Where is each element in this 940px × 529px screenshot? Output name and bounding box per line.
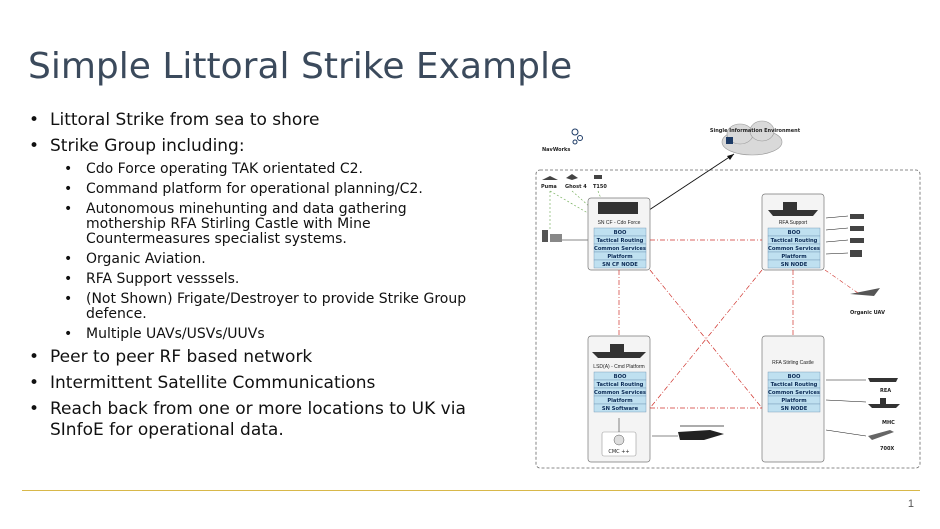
rfa-support-assets — [825, 214, 864, 257]
cloud-label: Single Information Environment — [710, 128, 801, 134]
bullet-item: Peer to peer RF based network — [28, 347, 478, 368]
uav-label: Organic UAV — [850, 310, 885, 316]
drone-label: Puma — [541, 184, 557, 190]
node-row-label: BOO — [788, 230, 801, 236]
asset-label: MHC — [882, 420, 895, 426]
sub-bullet-item: Command platform for operational plannin… — [28, 182, 478, 198]
puma-drone-icon — [542, 176, 558, 180]
node-row-box — [767, 403, 821, 413]
page-number: 1 — [907, 498, 914, 510]
logo-text: NavWorks — [542, 147, 570, 153]
node-row-label: Platform — [607, 398, 632, 404]
t150-drone-icon — [594, 175, 602, 179]
node-title: LSD(A) - Cmd Platform — [593, 364, 644, 370]
node-row-box — [767, 259, 821, 269]
organic-uav: Organic UAV — [824, 269, 885, 316]
navworks-logo: NavWorks — [542, 128, 583, 153]
node-row-label: Tactical Routing — [597, 238, 644, 244]
node-row-label: Platform — [781, 398, 806, 404]
lsd-box-label: CMC ++ — [608, 449, 629, 455]
node-row-label: SN Software — [602, 406, 639, 412]
sub-bullet-item: Multiple UAVs/USVs/UUVs — [28, 327, 478, 343]
node-row-label: BOO — [788, 374, 801, 380]
node-row-label: Common Services — [594, 390, 646, 396]
node-row-label: Tactical Routing — [771, 382, 818, 388]
node-row-box — [593, 259, 647, 269]
sub-bullet-item: Cdo Force operating TAK orientated C2. — [28, 162, 478, 178]
cloud-icon: Single Information Environment — [710, 120, 801, 156]
node-row-label: Tactical Routing — [597, 382, 644, 388]
bullet-item: Strike Group including: — [28, 136, 478, 157]
node-row-label: Platform — [781, 254, 806, 260]
footer-divider — [22, 490, 920, 491]
bullet-list: Littoral Strike from sea to shore Strike… — [28, 110, 478, 446]
node-row-label: Common Services — [768, 390, 820, 396]
network-boundary — [535, 169, 921, 469]
bullet-item: Intermittent Satellite Communications — [28, 373, 478, 394]
node-title: SN CF - Cdo Force — [598, 220, 641, 226]
bullet-item: Reach back from one or more locations to… — [28, 399, 478, 441]
node-row-label: BOO — [614, 230, 627, 236]
drone-label: Ghost 4 — [565, 184, 587, 190]
network-diagram: NavWorks Single Information Environment … — [535, 120, 921, 469]
sub-bullet-item: Organic Aviation. — [28, 252, 478, 268]
node-title: RFA Support — [779, 220, 808, 226]
node-row-label: SN NODE — [781, 406, 808, 412]
stirling-assets: REA MHC 700X — [825, 378, 900, 452]
sub-bullet-item: Autonomous minehunting and data gatherin… — [28, 202, 478, 247]
node-row-label: BOO — [614, 374, 627, 380]
bullet-item: Littoral Strike from sea to shore — [28, 110, 478, 131]
node-row-label: Tactical Routing — [771, 238, 818, 244]
node-row-label: Platform — [607, 254, 632, 260]
node-row-label: Common Services — [768, 246, 820, 252]
node-row-label: Common Services — [594, 246, 646, 252]
sub-bullet-item: (Not Shown) Frigate/Destroyer to provide… — [28, 292, 478, 322]
satellite-link — [639, 153, 735, 217]
node-row-label: SN CF NODE — [602, 262, 638, 268]
ghost-drone-icon — [566, 174, 578, 180]
peer-links — [618, 239, 794, 409]
drone-label: T150 — [593, 184, 607, 190]
soldier-icon — [542, 230, 588, 242]
asset-label: 700X — [880, 446, 894, 452]
slide-title: Simple Littoral Strike Example — [28, 46, 573, 87]
drone-group: Puma Ghost 4 T150 — [541, 174, 609, 230]
node-row-label: SN NODE — [781, 262, 808, 268]
node-title: RFA Stirling Castle — [772, 360, 814, 366]
helicopter-icon — [652, 425, 724, 440]
node-row-box — [593, 403, 647, 413]
asset-label: REA — [880, 388, 891, 394]
sub-bullet-list: Cdo Force operating TAK orientated C2. C… — [28, 162, 478, 343]
sub-bullet-item: RFA Support vesssels. — [28, 272, 478, 288]
